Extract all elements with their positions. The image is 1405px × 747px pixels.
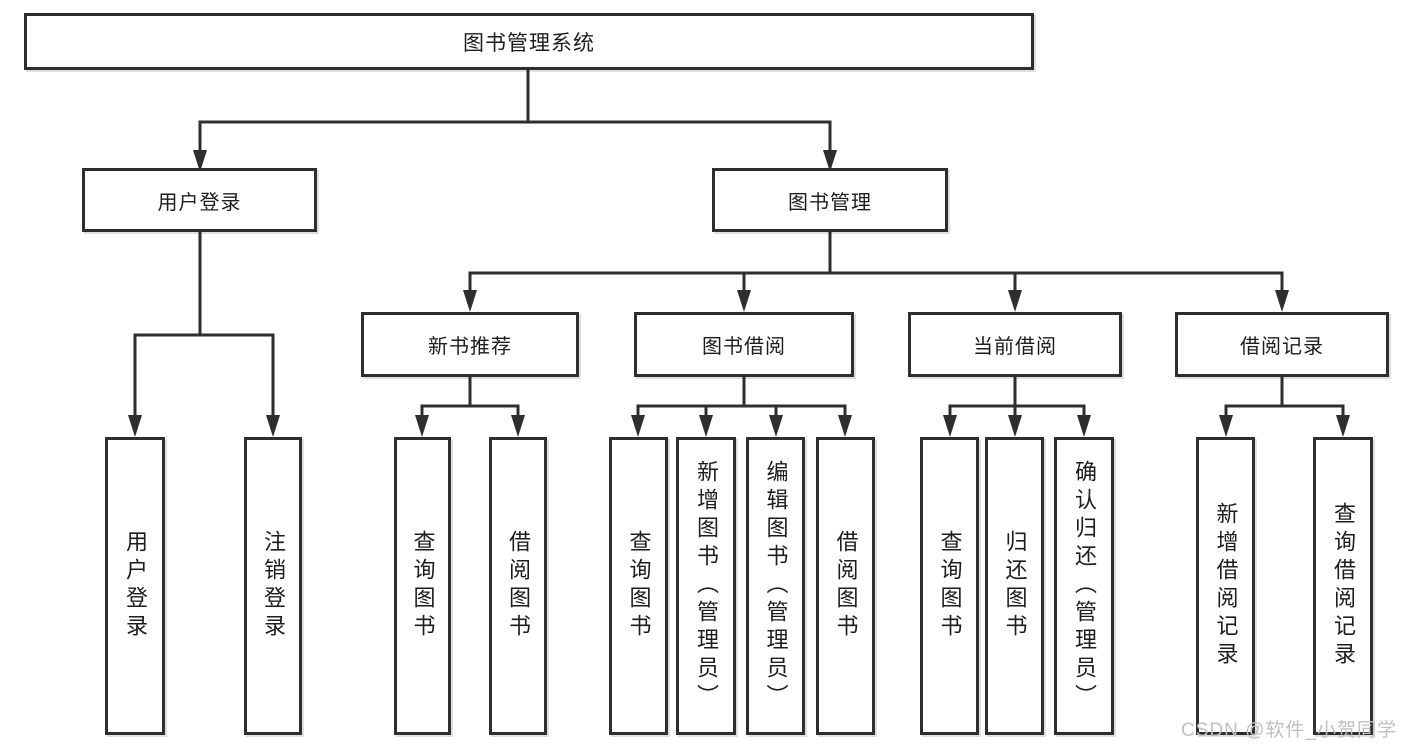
leaf-add-books-admin: 新增图书（管理员） xyxy=(676,437,736,735)
node-user-login: 用户登录 xyxy=(82,168,317,232)
node-label: 查询图书 xyxy=(410,530,436,642)
node-label: 用户登录 xyxy=(157,191,242,214)
node-label: 借阅图书 xyxy=(506,530,531,642)
connector-path xyxy=(133,68,1345,419)
leaf-query-borrow-record: 查询借阅记录 xyxy=(1313,437,1373,735)
leaf-query-books-current: 查询图书 xyxy=(920,437,979,735)
leaf-add-borrow-record: 新增借阅记录 xyxy=(1196,437,1255,735)
node-label: 注销登录 xyxy=(261,530,286,642)
node-book-borrowing: 图书借阅 xyxy=(634,312,854,377)
node-label: 借阅图书 xyxy=(833,530,859,642)
node-label: 当前借阅 xyxy=(973,336,1057,358)
node-label: 借阅记录 xyxy=(1240,336,1324,358)
node-label: 图书借阅 xyxy=(702,336,786,358)
node-borrowing-records: 借阅记录 xyxy=(1175,312,1389,377)
leaf-return-books: 归还图书 xyxy=(985,437,1044,735)
node-library-management-system: 图书管理系统 xyxy=(24,13,1034,70)
node-new-book-recommendation: 新书推荐 xyxy=(361,312,579,377)
node-label: 归还图书 xyxy=(1002,530,1028,642)
node-label: 新增图书（管理员） xyxy=(694,460,719,712)
node-label: 图书管理系统 xyxy=(463,31,595,55)
node-label: 用户登录 xyxy=(123,530,148,642)
node-current-borrowing: 当前借阅 xyxy=(908,312,1122,377)
node-book-management: 图书管理 xyxy=(712,168,948,232)
leaf-confirm-return-admin: 确认归还（管理员） xyxy=(1054,437,1114,735)
node-label: 新增借阅记录 xyxy=(1213,502,1239,670)
leaf-user-login: 用户登录 xyxy=(105,437,165,735)
node-label: 查询图书 xyxy=(626,530,652,642)
node-label: 编辑图书（管理员） xyxy=(763,460,789,712)
csdn-watermark: CSDN @软件_小贺同学 xyxy=(1181,720,1397,741)
node-label: 新书推荐 xyxy=(428,336,512,358)
leaf-edit-books-admin: 编辑图书（管理员） xyxy=(746,437,805,735)
node-label: 图书管理 xyxy=(788,191,872,214)
leaf-borrow-books: 借阅图书 xyxy=(816,437,875,735)
leaf-query-books-recommend: 查询图书 xyxy=(394,437,451,735)
node-label: 查询借阅记录 xyxy=(1331,502,1356,670)
leaf-logout: 注销登录 xyxy=(244,437,302,735)
leaf-query-books-borrow: 查询图书 xyxy=(609,437,668,735)
arrowheads xyxy=(128,150,1350,437)
node-label: 确认归还（管理员） xyxy=(1072,460,1097,712)
node-label: 查询图书 xyxy=(937,530,963,642)
leaf-borrow-books-recommend: 借阅图书 xyxy=(489,437,547,735)
